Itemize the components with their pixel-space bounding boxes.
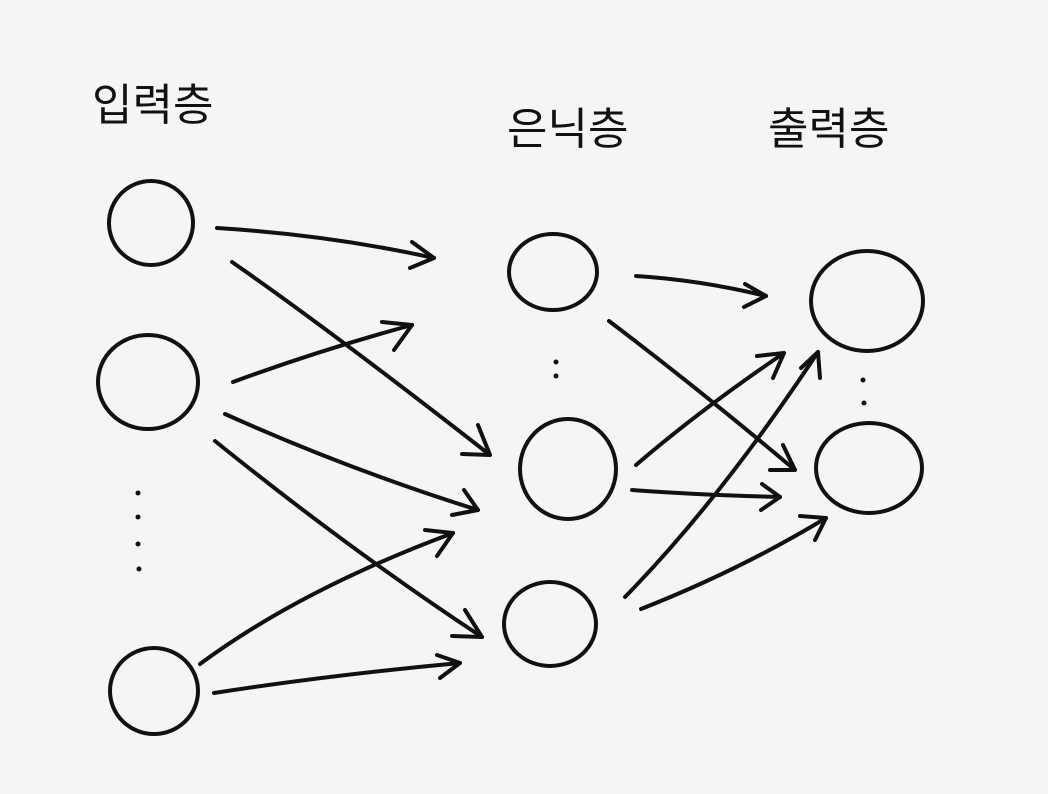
hidden-layer-ellipsis <box>553 359 559 379</box>
edge-in3-h2 <box>198 528 455 666</box>
hidden-node-2 <box>518 417 618 521</box>
edge-h3-o2 <box>639 514 828 611</box>
output-node-2 <box>814 421 924 515</box>
output-node-1 <box>809 249 925 353</box>
edge-h1-o1 <box>634 274 768 309</box>
edge-h3-o1 <box>623 350 822 599</box>
edge-h1-o2 <box>607 319 797 472</box>
output-layer-label: 출력층 <box>768 104 890 155</box>
edge-h2-o2 <box>630 482 782 512</box>
edge-in2-h3 <box>213 439 484 639</box>
input-layer-ellipsis <box>135 490 142 572</box>
edge-in2-h1 <box>231 320 414 384</box>
edge-h2-o1 <box>634 351 786 467</box>
edge-in2-h2 <box>223 412 480 517</box>
edge-in1-h1 <box>215 226 436 270</box>
hidden-layer-label: 은닉층 <box>507 104 629 155</box>
input-layer-label: 입력층 <box>92 80 214 131</box>
hidden-node-1 <box>507 232 599 312</box>
output-layer-ellipsis <box>860 377 867 406</box>
input-node-2 <box>96 333 200 431</box>
input-node-1 <box>107 179 195 267</box>
hidden-node-3 <box>502 580 598 668</box>
edge-in3-h3 <box>212 653 462 695</box>
input-node-3 <box>108 646 200 736</box>
edge-in1-h2 <box>230 260 492 457</box>
